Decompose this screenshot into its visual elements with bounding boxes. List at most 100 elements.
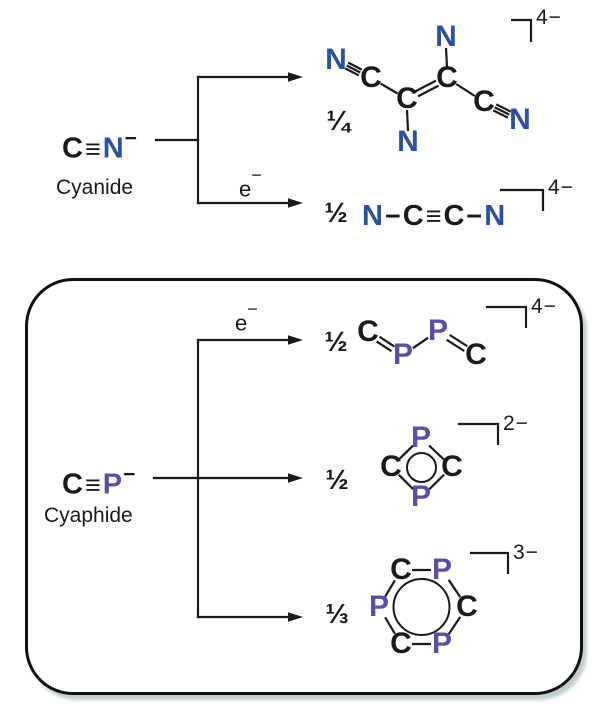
aromatic-circle <box>406 452 437 483</box>
ring-bond-line <box>447 579 462 598</box>
triple-bond-line <box>495 103 512 113</box>
double-bond-line <box>378 335 396 348</box>
triple-bond-glyph: ≡ <box>425 201 442 231</box>
ring-bond-line <box>398 444 414 461</box>
atom-c: C <box>443 200 465 232</box>
charge-label: 2− <box>503 412 529 435</box>
double-bond-line <box>414 79 437 93</box>
charge-bracket <box>486 305 528 328</box>
atom-c: C <box>402 200 424 232</box>
single-bond-line <box>444 47 449 68</box>
atom-p: P <box>410 480 432 513</box>
atom-p: P <box>427 314 449 347</box>
ring-bond-line <box>428 473 445 491</box>
single-bond-glyph: − <box>466 201 483 231</box>
electron-label: e− <box>239 166 262 202</box>
charge-bracket <box>500 188 545 211</box>
arrowhead-top <box>288 335 303 345</box>
triple-bond-line <box>492 109 509 119</box>
charge-label: 4− <box>531 295 557 318</box>
electron-minus: − <box>247 299 258 319</box>
charge-minus: − <box>124 127 137 150</box>
single-bond-line <box>412 336 429 350</box>
atom-n: N <box>484 200 506 232</box>
atom-c: C <box>441 450 463 483</box>
charge-label: 3− <box>513 541 539 564</box>
cyaphide-box <box>25 278 583 695</box>
cyaphide-branch-arrows <box>152 335 303 622</box>
ring-bond-line <box>384 616 396 635</box>
charge-label: 4− <box>548 176 574 199</box>
ring-bond-line <box>398 474 414 490</box>
atom-c: C <box>380 450 402 483</box>
atom-c: C <box>62 132 83 165</box>
electron-symbol: e <box>235 310 248 336</box>
electron-symbol: e <box>239 176 252 202</box>
single-bond-line <box>379 82 399 95</box>
atom-p: P <box>431 627 453 660</box>
charge-label: 4− <box>536 6 562 29</box>
cyanide-label: Cyanide <box>56 176 134 199</box>
double-bond-line <box>417 84 440 98</box>
triple-bond-line <box>494 106 510 116</box>
arrowhead-middle <box>288 473 303 483</box>
triple-bond-line <box>347 61 363 71</box>
triple-bond-glyph: ≡ <box>84 133 101 164</box>
ring-bond-line <box>384 579 396 598</box>
cyaphide-label: Cyaphide <box>44 504 133 527</box>
fraction-one-third: ⅓ <box>325 598 349 629</box>
double-bond-line <box>375 340 393 353</box>
atom-n: N <box>362 200 383 232</box>
atom-p: P <box>102 468 123 501</box>
single-bond-glyph: − <box>384 201 401 231</box>
charge-bracket <box>511 18 533 42</box>
arrowhead-bottom <box>288 612 303 622</box>
cyanide-formula: C≡N− <box>62 126 137 164</box>
ring4-bonds <box>398 444 445 491</box>
ring-bond-line <box>428 444 445 461</box>
fraction-one-quarter: ¼ <box>326 105 350 136</box>
atom-c: C <box>456 590 478 623</box>
atom-n: N <box>435 20 457 53</box>
triple-bond-line <box>344 67 360 77</box>
fraction-one-half: ½ <box>325 464 349 495</box>
tetracyanoethylene-bonds <box>344 47 512 132</box>
atom-n: N <box>102 132 124 165</box>
double-bond-line <box>446 338 465 352</box>
atom-c: C <box>360 61 382 94</box>
atom-c: C <box>390 553 412 586</box>
triple-bond-line <box>346 64 361 74</box>
atom-c: C <box>473 85 495 118</box>
atom-c: C <box>396 82 418 115</box>
electron-label: e− <box>235 300 258 336</box>
charge-bracket <box>470 551 510 574</box>
cyanide-branch-arrows <box>154 72 303 208</box>
atom-n: N <box>397 125 419 158</box>
ring6-bonds <box>384 568 462 646</box>
double-bond-line <box>449 334 468 348</box>
charge-bracket <box>458 422 500 445</box>
diphosphabutadienediide-bonds <box>375 334 468 353</box>
arrowhead-bottom <box>288 198 303 208</box>
aromatic-circle <box>392 578 451 636</box>
ring-bond-line <box>447 616 462 635</box>
atom-c: C <box>436 61 458 94</box>
atom-p: P <box>392 338 414 371</box>
arrowhead-top <box>288 72 303 82</box>
electron-minus: − <box>251 165 262 185</box>
fraction-one-half: ½ <box>324 197 348 228</box>
cyaphide-formula: C≡P− <box>62 462 135 500</box>
atom-c: C <box>390 627 412 660</box>
single-bond-line <box>455 83 476 97</box>
charge-minus: − <box>123 463 136 486</box>
atom-n: N <box>325 43 347 76</box>
atom-c: C <box>62 468 83 501</box>
atom-n: N <box>509 103 531 136</box>
fraction-one-half: ½ <box>324 326 348 357</box>
atom-c: C <box>357 315 379 348</box>
single-bond-line <box>405 109 410 132</box>
atom-p: P <box>410 421 432 454</box>
atom-p: P <box>368 590 390 623</box>
